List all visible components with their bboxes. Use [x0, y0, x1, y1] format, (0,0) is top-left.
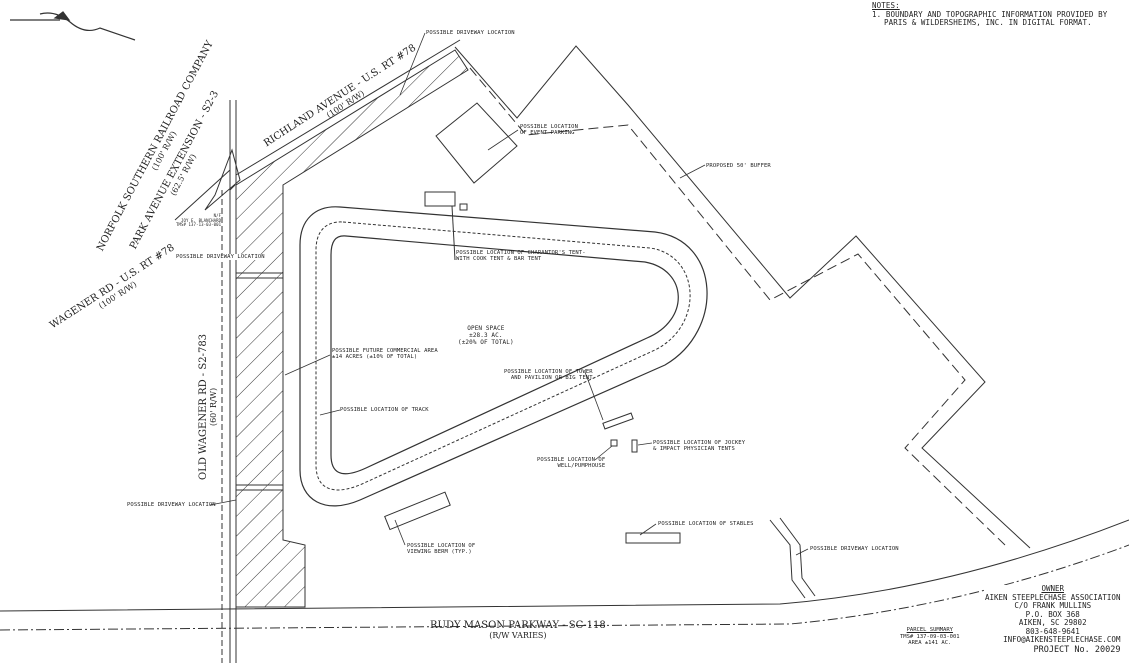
- note-1-cont: PARIS & WILDERSHEIMS, INC. IN DIGITAL FO…: [884, 18, 1092, 27]
- label-open-space: OPEN SPACE ±28.3 AC. (±20% OF TOTAL): [458, 325, 514, 346]
- bottom-driveway: [769, 517, 816, 599]
- label-tower: POSSIBLE LOCATION OF TOWER AND PAVILION …: [504, 369, 593, 381]
- label-track: POSSIBLE LOCATION OF TRACK: [340, 407, 429, 413]
- road-name: RUDY MASON PARKWAY - SC-118: [430, 620, 606, 631]
- label-driveway-bottom: POSSIBLE DRIVEWAY LOCATION: [810, 546, 899, 552]
- label-buffer: PROPOSED 50' BUFFER: [706, 163, 771, 169]
- notes: NOTES: 1. BOUNDARY AND TOPOGRAPHIC INFOR…: [872, 1, 1108, 28]
- north-arrow-icon: [10, 11, 136, 41]
- owner-box: P.O. BOX 368: [1025, 609, 1080, 619]
- parcel-tms: TMS# 137-09-03-001: [900, 633, 960, 640]
- label-well: POSSIBLE LOCATION OF WELL/PUMPHOUSE: [537, 457, 606, 469]
- note-1: 1. BOUNDARY AND TOPOGRAPHIC INFORMATION …: [872, 9, 1108, 19]
- leader-lines: [209, 32, 809, 556]
- label-viewing-berm: POSSIBLE LOCATION OF VIEWING BERM (TYP.): [407, 543, 476, 555]
- label-stables: POSSIBLE LOCATION OF STABLES: [658, 521, 754, 527]
- owner-phone: 803-648-9641: [1025, 626, 1080, 636]
- parcel-heading: PARCEL SUMMARY: [906, 627, 953, 633]
- event-parking-area: [435, 102, 518, 184]
- road-rw: (R/W VARIES): [489, 631, 547, 640]
- label-driveway-left-high: POSSIBLE DRIVEWAY LOCATION: [176, 254, 265, 260]
- project-number: PROJECT No. 20029: [1033, 644, 1121, 655]
- parcel-summary: PARCEL SUMMARY TMS# 137-09-03-001 AREA ±…: [900, 627, 960, 647]
- owner-heading: OWNER: [1041, 584, 1065, 593]
- owner-city: AIKEN, SC 29802: [1018, 618, 1087, 627]
- owner-email: INFO@AIKENSTEEPLECHASE.COM: [1003, 635, 1121, 644]
- rudy-mason-label: RUDY MASON PARKWAY - SC-118(R/W VARIES): [430, 620, 606, 640]
- owner-block: OWNER AIKEN STEEPLECHASE ASSOCIATION C/O…: [985, 584, 1121, 655]
- road-name: OLD WAGENER RD - S2-783: [198, 333, 209, 480]
- label-driveway-top: POSSIBLE DRIVEWAY LOCATION: [426, 30, 515, 36]
- commercial-area-hatch: [235, 49, 469, 608]
- old-wagener-road-label: OLD WAGENER RD - S2-783(60' R/W): [198, 334, 218, 480]
- label-neighbor: N/F JOY E. BLANCHARD TMS# 137-13-03-001: [176, 213, 222, 227]
- old-wagener-road: [221, 100, 237, 663]
- race-track: [299, 206, 708, 507]
- owner-name: AIKEN STEEPLECHASE ASSOCIATION: [985, 592, 1121, 602]
- tower-pavilion: [602, 412, 634, 430]
- stables: [625, 532, 681, 544]
- rudy-mason-parkway: [0, 519, 1129, 631]
- property-boundary: [454, 45, 1031, 549]
- label-commercial-area: POSSIBLE FUTURE COMMERCIAL AREA ±14 ACRE…: [332, 348, 438, 360]
- road-rw: (60' R/W): [209, 387, 218, 427]
- owner-co: C/O FRANK MULLINS: [1014, 601, 1092, 610]
- label-caterer-tent: POSSIBLE LOCATION OF CHARANTOR'S TENT- W…: [456, 250, 586, 262]
- label-driveway-left-low: POSSIBLE DRIVEWAY LOCATION: [127, 502, 216, 508]
- viewing-berm: [384, 491, 451, 531]
- parcel-area: AREA ±141 AC.: [908, 640, 952, 646]
- caterer-tent: [424, 191, 456, 207]
- label-jockey-tents: POSSIBLE LOCATION OF JOCKEY & IMPACT PHY…: [653, 440, 746, 452]
- jockey-tents: [631, 439, 638, 453]
- label-event-parking: POSSIBLE LOCATION OF EVENT PARKING: [520, 124, 578, 136]
- well-pumphouse: [610, 439, 618, 447]
- notes-heading: NOTES:: [872, 1, 900, 10]
- richland-avenue: [174, 39, 461, 221]
